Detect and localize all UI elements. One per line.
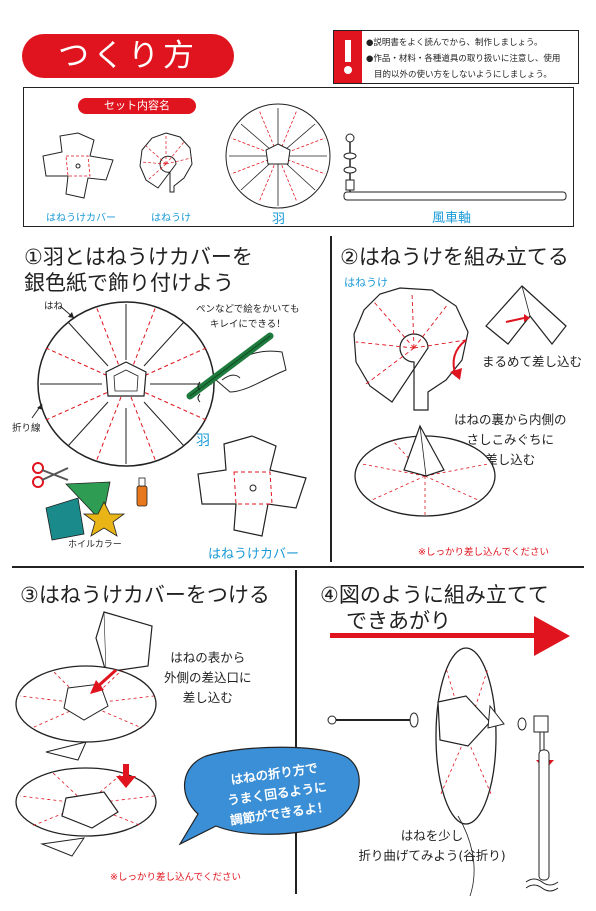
step2-haneuke-illustration <box>353 287 469 411</box>
warning-line: 目的以外の使い方をしないようにしましょう。 <box>374 70 552 80</box>
set-item-wing-label: 羽 <box>272 212 286 227</box>
glue-icon <box>136 477 148 507</box>
step4-assembly-illustration <box>327 647 559 897</box>
step3-note: はねの表から 外側の差込口に 差し込む <box>164 648 252 708</box>
step3-heading: ③はねうけカバーをつける <box>20 583 270 607</box>
step1-heading: ①羽とはねうけカバーを 銀色紙で飾り付けよう <box>24 244 253 296</box>
set-item-cover-label: はねうけカバー <box>46 213 116 224</box>
label-hane: はね <box>44 301 64 312</box>
arrow-fold <box>31 403 43 419</box>
pen-note-line: キレイにできる！ <box>209 319 286 330</box>
tip-bubble <box>178 746 360 846</box>
step2-assembled-illustration <box>354 424 496 517</box>
warning-line: ●作品・材料・各種道具の取り扱いに注意し、使用 <box>366 54 561 64</box>
step1-heading-line: 銀色紙で飾り付けよう <box>24 271 234 295</box>
step4-heading-line: ④図のように組み立てて <box>320 583 549 607</box>
axle-part-illustration <box>343 133 567 201</box>
roll-arrow <box>450 339 467 380</box>
step4-heading: ④図のように組み立てて できあがり <box>320 582 549 634</box>
foil-color-illustration <box>45 481 126 541</box>
step3-note-line: 差し込む <box>182 690 233 705</box>
step3-top-illustration <box>15 611 157 761</box>
set-item-haneuke-label: はねうけ <box>151 213 191 224</box>
hand-pen-illustration <box>186 332 287 403</box>
divider-horizontal <box>12 566 584 568</box>
warning-line: ●説明書をよく読んでから、制作しましょう。 <box>366 38 543 48</box>
step3-bottom-illustration <box>15 767 157 857</box>
pen-note: ペンなどで絵をかいても キレイにできる！ <box>196 302 300 332</box>
step3-note-line: はねの表から <box>170 650 246 665</box>
divider-vertical-top <box>330 236 332 562</box>
note-insert-line: さしこみぐちに <box>466 432 555 447</box>
step4-heading-line: できあがり <box>346 609 451 633</box>
label-foil: ホイルカラー <box>68 540 122 550</box>
rolled-haneuke-illustration <box>485 285 567 345</box>
note-insert-line: 差し込む <box>485 452 536 467</box>
wing-part-illustration <box>225 103 331 209</box>
step3-caution: ※しっかり差し込んでください <box>110 872 241 883</box>
set-contents-label: セット内容名 <box>78 98 196 114</box>
note-roll: まるめて差し込む <box>482 354 583 369</box>
label-cover: はねうけカバー <box>208 547 300 562</box>
arrow-hane <box>59 305 75 319</box>
big-right-arrow <box>330 616 570 656</box>
down-arrow-step3 <box>116 764 136 788</box>
warning-icon <box>334 31 362 83</box>
scissors-icon <box>32 462 69 488</box>
note-insert: はねの裏から内側の さしこみぐちに 差し込む <box>454 410 567 470</box>
label-haneuke: はねうけ <box>344 276 388 289</box>
step4-note-line: はねを少し <box>400 828 464 843</box>
warning-text: ●説明書をよく読んでから、制作しましょう。 ●作品・材料・各種道具の取り扱いに注… <box>366 35 576 83</box>
label-wing: 羽 <box>196 433 210 449</box>
page-title: つくり方 <box>22 34 234 78</box>
set-item-axle-label: 風車軸 <box>432 211 472 226</box>
step1-cover-illustration <box>197 435 307 537</box>
step2-caution: ※しっかり差し込んでください <box>418 547 549 558</box>
divider-vertical-bottom <box>295 570 297 894</box>
cover-part-illustration <box>42 132 114 199</box>
step2-heading: ②はねうけを組み立てる <box>340 245 569 269</box>
note-insert-line: はねの裏から内側の <box>454 412 567 427</box>
step4-note: はねを少し 折り曲げてみよう(谷折り) <box>352 826 512 866</box>
set-contents-box <box>23 87 574 227</box>
label-fold-line: 折り線 <box>12 423 41 434</box>
step3-note-line: 外側の差込口に <box>164 670 252 685</box>
warning-box: ●説明書をよく読んでから、制作しましょう。 ●作品・材料・各種道具の取り扱いに注… <box>333 30 579 84</box>
haneuke-part-illustration <box>139 132 193 193</box>
step1-heading-line: ①羽とはねうけカバーを <box>24 245 253 269</box>
step4-note-line: 折り曲げてみよう(谷折り) <box>358 848 506 863</box>
pen-note-line: ペンなどで絵をかいても <box>196 304 300 315</box>
step1-wing-illustration <box>37 301 215 467</box>
